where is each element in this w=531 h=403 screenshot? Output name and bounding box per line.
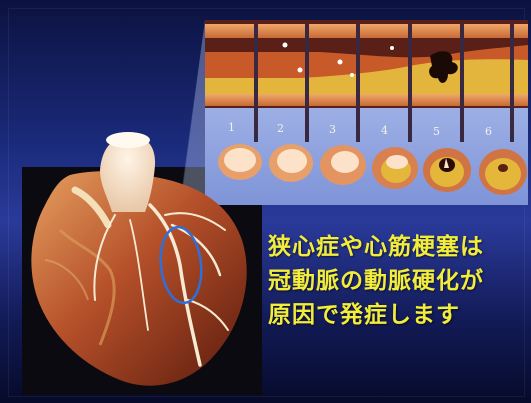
cross-section-3 [320,145,366,185]
stage-number-4: 4 [381,124,388,137]
blood-cell [283,43,288,48]
cross-section-4 [372,147,418,189]
caption: 狭心症や心筋梗塞は 冠動脈の動脈硬化が 原因で発症します [268,230,530,332]
stage-divider [305,24,309,142]
stage-number-5: 5 [433,125,440,138]
blood-cell [338,60,343,65]
cross-section-6 [479,149,527,195]
caption-line-1: 狭心症や心筋梗塞は [268,230,530,264]
caption-line-2: 冠動脈の動脈硬化が [268,264,530,298]
blood-cell [390,46,394,50]
stage-number-2: 2 [277,122,284,135]
vessel-wall-bottom [205,94,528,106]
caption-line-3: 原因で発症します [268,298,530,332]
cross-section-2 [269,144,313,182]
vessel-wall-top [205,24,528,38]
cross-section-1 [218,144,262,180]
blood-cell [350,73,354,77]
stage-divider [460,24,464,142]
aorta-opening [106,132,150,148]
cross-section-5 [423,148,471,192]
stage-number-6: 6 [485,125,492,138]
stage-number-3: 3 [329,123,336,136]
stage-divider [510,24,514,142]
stage-number-1: 1 [228,121,235,134]
stage-divider [356,24,360,142]
artery-progression-panel: 1 2 3 4 5 6 [205,20,528,205]
stage-divider [254,24,258,142]
blood-cell [298,68,303,73]
stage-divider [408,24,412,142]
